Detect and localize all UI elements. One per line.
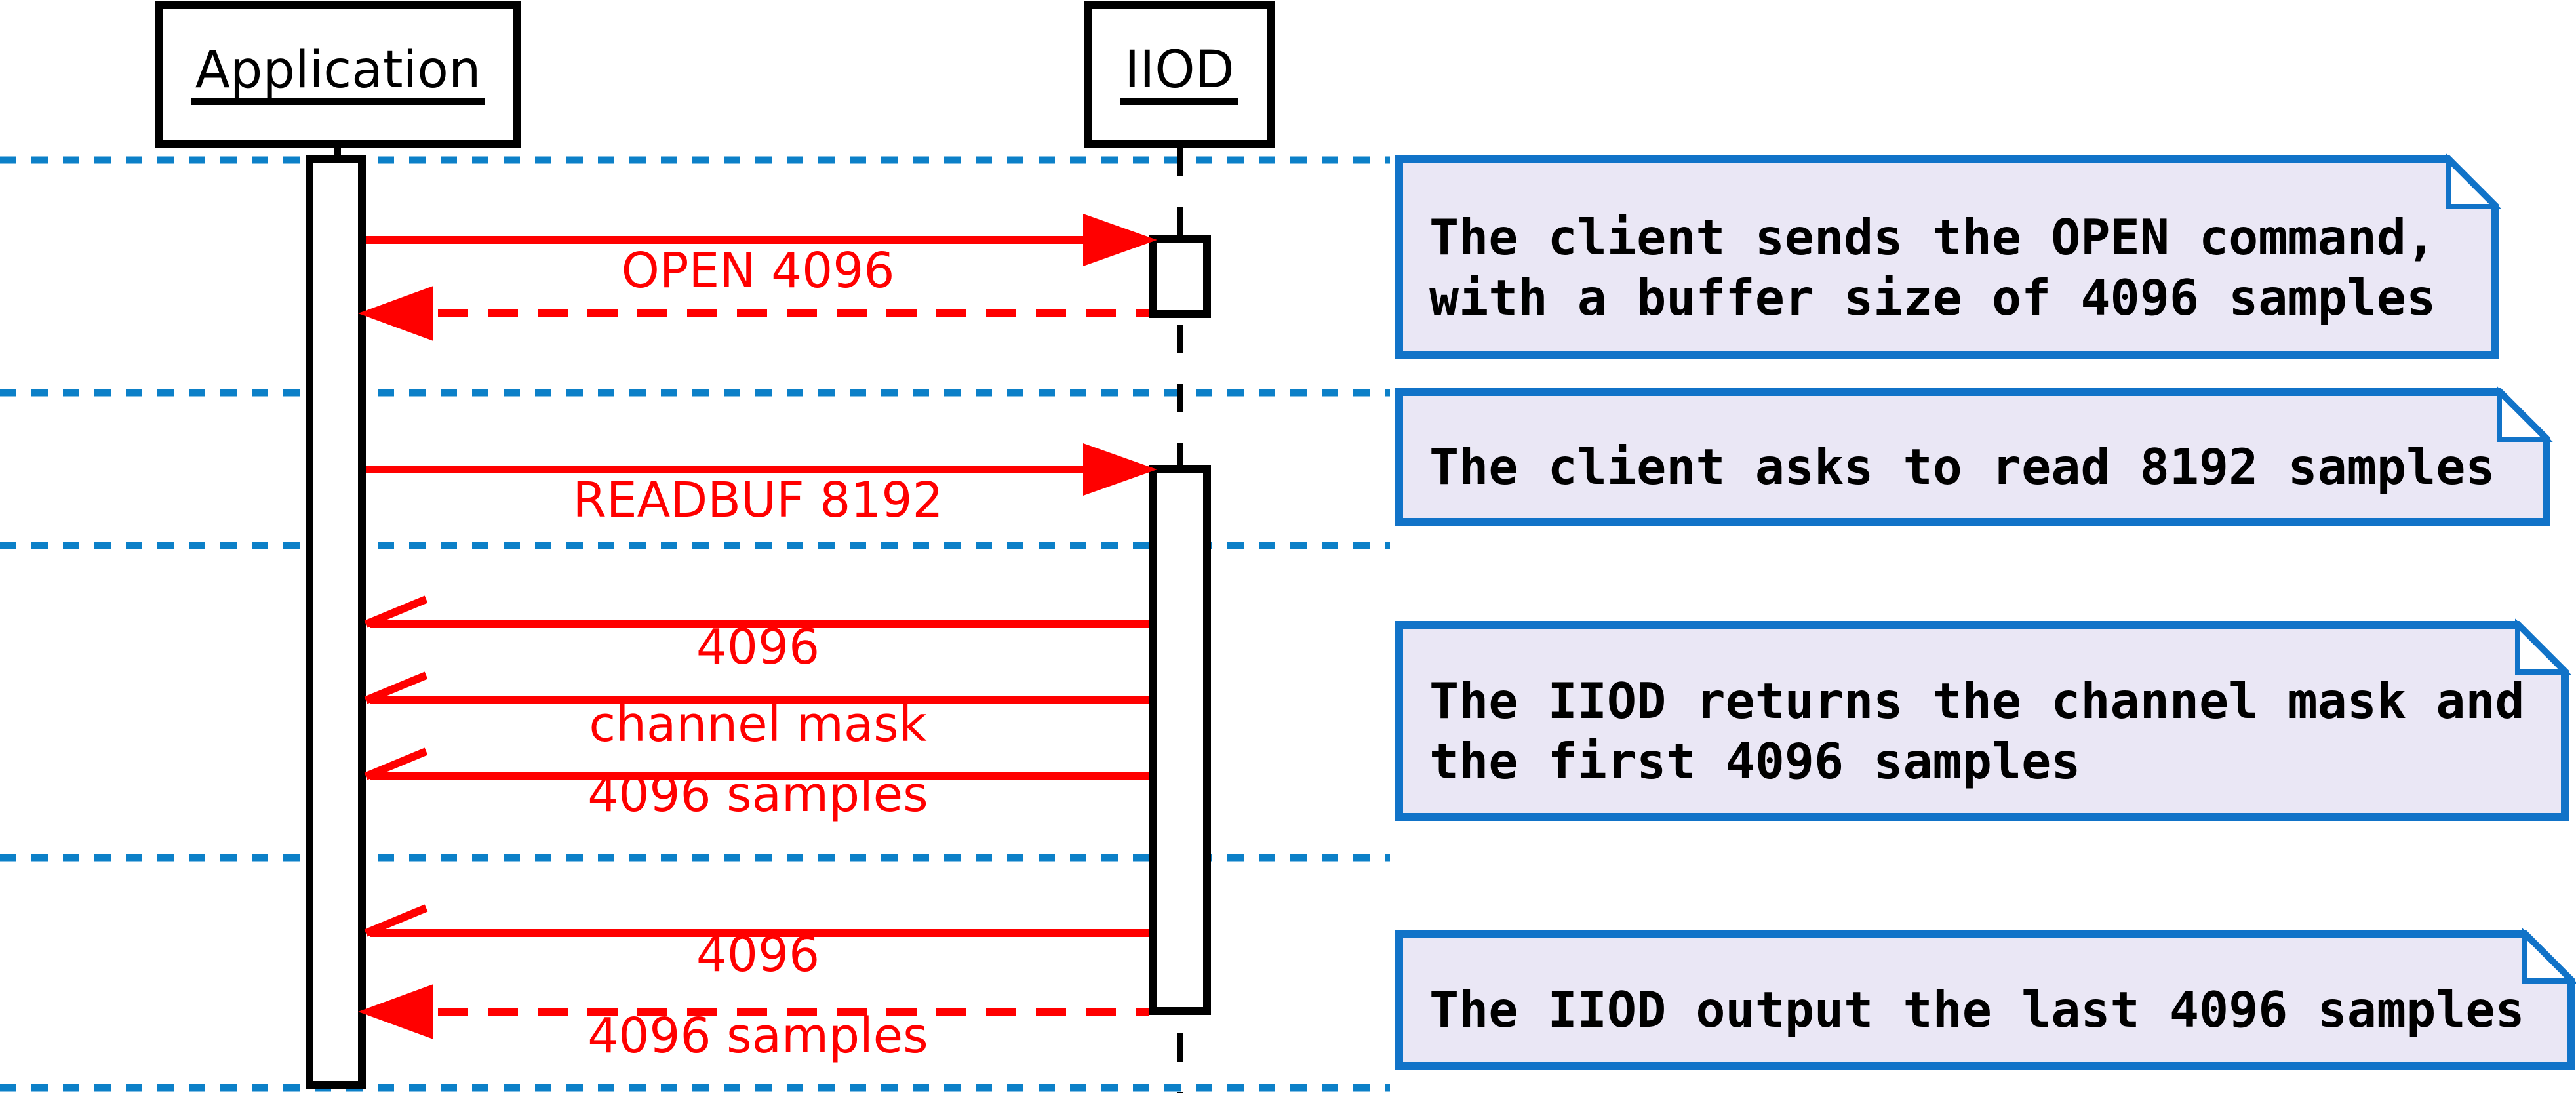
arrow-reply-mask bbox=[364, 671, 1149, 704]
note-box-4 bbox=[1395, 927, 2576, 1070]
arrow-reply-count bbox=[364, 595, 1149, 628]
actor-label-iiod-text: IIOD bbox=[1120, 45, 1238, 105]
note-1-line-2: with a buffer size of 4096 samples bbox=[1429, 268, 2436, 327]
note-2-line-1: The client asks to read 8192 samples bbox=[1429, 438, 2495, 496]
note-fold-icon bbox=[2446, 153, 2502, 209]
iiod-activation-large bbox=[1149, 465, 1211, 1015]
note-3: The IIOD returns the channel mask and th… bbox=[1395, 621, 2569, 821]
message-arrows bbox=[358, 214, 1157, 1039]
note-box-2 bbox=[1395, 386, 2553, 526]
message-label-readbuf: READBUF 8192 bbox=[572, 472, 943, 528]
message-label-reply-samples: 4096 samples bbox=[587, 766, 928, 823]
note-4-line-1: The IIOD output the last 4096 samples bbox=[1429, 981, 2525, 1039]
message-label-reply-samples2: 4096 samples bbox=[587, 1008, 928, 1064]
actor-box-application bbox=[155, 1, 521, 148]
arrow-open-return bbox=[358, 286, 1149, 341]
note-4: The IIOD output the last 4096 samples bbox=[1395, 930, 2575, 1070]
iiod-activation-small bbox=[1149, 235, 1211, 318]
separator-lines bbox=[0, 156, 1390, 1092]
message-label-reply-count2: 4096 bbox=[696, 926, 820, 983]
arrow-reply-samples bbox=[364, 747, 1149, 780]
arrow-open bbox=[366, 214, 1157, 266]
note-fold-icon bbox=[2515, 618, 2571, 675]
arrow-reply-samples2 bbox=[358, 984, 1149, 1039]
actor-label-application-text: Application bbox=[191, 45, 485, 105]
note-1: The client sends the OPEN command, with … bbox=[1395, 155, 2499, 359]
note-3-line-2: the first 4096 samples bbox=[1429, 732, 2081, 790]
note-fold-icon bbox=[2522, 927, 2576, 984]
note-box-3 bbox=[1395, 618, 2571, 821]
note-fold-icon bbox=[2497, 386, 2553, 442]
note-3-line-1: The IIOD returns the channel mask and bbox=[1429, 671, 2525, 730]
actor-box-iiod bbox=[1084, 1, 1275, 148]
message-label-reply-mask: channel mask bbox=[589, 696, 927, 753]
message-label-open: OPEN 4096 bbox=[621, 243, 895, 299]
actor-label-iiod: IIOD bbox=[1084, 1, 1275, 148]
message-label-reply-count: 4096 bbox=[696, 619, 820, 675]
note-2: The client asks to read 8192 samples bbox=[1395, 388, 2550, 526]
application-activation-bar bbox=[306, 155, 366, 1089]
arrow-reply-count2 bbox=[364, 904, 1149, 937]
note-box-1 bbox=[1395, 153, 2502, 359]
note-1-line-1: The client sends the OPEN command, bbox=[1429, 208, 2436, 266]
actor-label-application: Application bbox=[155, 1, 521, 148]
arrow-readbuf bbox=[366, 443, 1157, 496]
note-boxes bbox=[1395, 153, 2576, 1070]
